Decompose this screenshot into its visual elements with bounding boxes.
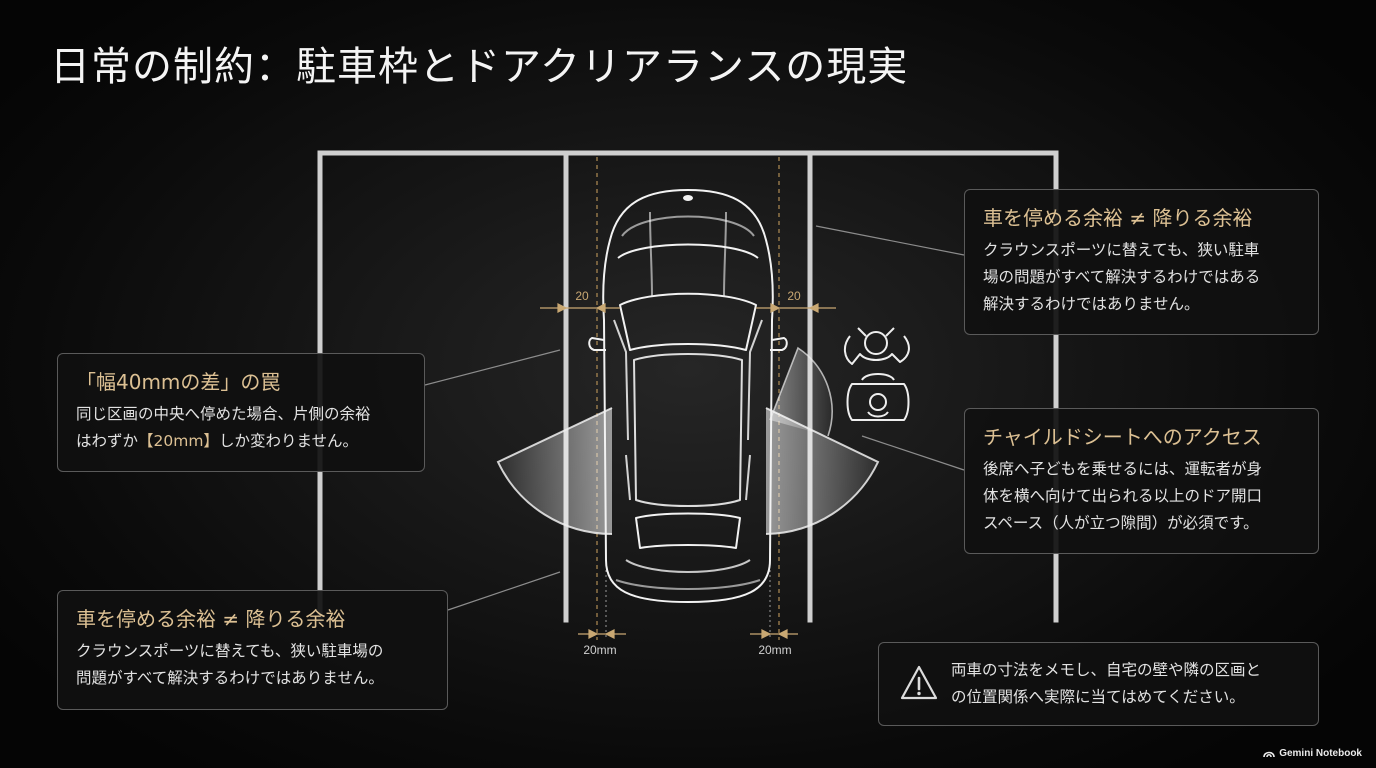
note-text: 両車の寸法をメモし、自宅の壁や隣の区画と bbox=[951, 661, 1262, 679]
callout-parking-vs-exit: 車を停める余裕 ≠ 降りる余裕 クラウンスポーツに替えても、狭い駐車場の 問題が… bbox=[57, 590, 448, 710]
dimension-top-left bbox=[540, 303, 620, 313]
door-swing-right-rear bbox=[765, 407, 880, 535]
dimension-bottom-right bbox=[750, 629, 798, 639]
person-standing-icon bbox=[844, 327, 910, 365]
dimension-label-left: 20 bbox=[575, 289, 589, 303]
callout-text: スペース（人が立つ隙間）が必須です。 bbox=[983, 514, 1259, 532]
page-title: 日常の制約：駐車枠とドアクリアランスの現実 bbox=[50, 44, 909, 90]
callout-text: クラウンスポーツに替えても、狭い駐車 bbox=[983, 241, 1260, 259]
callout-text: 場の問題がすべて解決するわけではある bbox=[983, 268, 1261, 286]
callout-connector-lines bbox=[424, 225, 965, 611]
clearance-guide-lines bbox=[596, 157, 780, 640]
callout-heading: 車を停める余裕 ≠ 降りる余裕 bbox=[983, 206, 1253, 230]
child-seat-icon bbox=[846, 373, 910, 421]
callout-heading: 車を停める余裕 ≠ 降りる余裕 bbox=[76, 607, 346, 631]
dimension-bottom-left bbox=[578, 629, 626, 639]
callout-text: 問題がすべて解決するわけではありません。 bbox=[76, 669, 384, 687]
callout-text: しか変わりません。 bbox=[218, 432, 358, 450]
callout-parking-vs-exit-right: 車を停める余裕 ≠ 降りる余裕 クラウンスポーツに替えても、狭い駐車 場の問題が… bbox=[964, 189, 1319, 335]
callout-heading: チャイルドシートへのアクセス bbox=[983, 425, 1262, 449]
dimension-label-right: 20 bbox=[787, 289, 801, 303]
highlight-text: 【20mm】 bbox=[138, 432, 219, 450]
note-text: の位置関係へ実際に当てはめてください。 bbox=[951, 688, 1245, 706]
car-top-view bbox=[588, 189, 788, 603]
note-box: 両車の寸法をメモし、自宅の壁や隣の区画と の位置関係へ実際に当てはめてください。 bbox=[878, 642, 1319, 726]
callout-text: 同じ区画の中央へ停めた場合、片側の余裕 bbox=[76, 405, 371, 423]
callout-text: 後席へ子どもを乗せるには、運転者が身 bbox=[983, 460, 1263, 478]
dimension-label-bottom-right: 20mm bbox=[758, 643, 791, 657]
callout-text: 解決するわけではありません。 bbox=[983, 295, 1200, 313]
callout-width-difference: 「幅40mmの差」の罠 同じ区画の中央へ停めた場合、片側の余裕 はわずか【20m… bbox=[57, 353, 425, 472]
callout-child-seat-access: チャイルドシートへのアクセス 後席へ子どもを乗せるには、運転者が身 体を横へ向け… bbox=[964, 408, 1319, 554]
dimension-top-right bbox=[756, 303, 836, 313]
callout-text: はわずか bbox=[76, 432, 139, 450]
callout-text: 体を横へ向けて出られる以上のドア開口 bbox=[983, 487, 1263, 505]
parking-space-lines bbox=[317, 150, 1059, 623]
door-swing-left bbox=[496, 407, 613, 536]
brand-label: Gemini Notebook bbox=[1279, 748, 1362, 759]
callout-text: クラウンスポーツに替えても、狭い駐車場の bbox=[76, 642, 384, 660]
door-swing-right-front bbox=[769, 346, 833, 437]
dimension-label-bottom-left: 20mm bbox=[583, 643, 616, 657]
callout-heading: 「幅40mmの差」の罠 bbox=[76, 370, 281, 394]
warning-triangle-icon bbox=[900, 665, 938, 700]
brand-logo-icon bbox=[1263, 751, 1276, 758]
brand-watermark: Gemini Notebook bbox=[1263, 748, 1362, 759]
